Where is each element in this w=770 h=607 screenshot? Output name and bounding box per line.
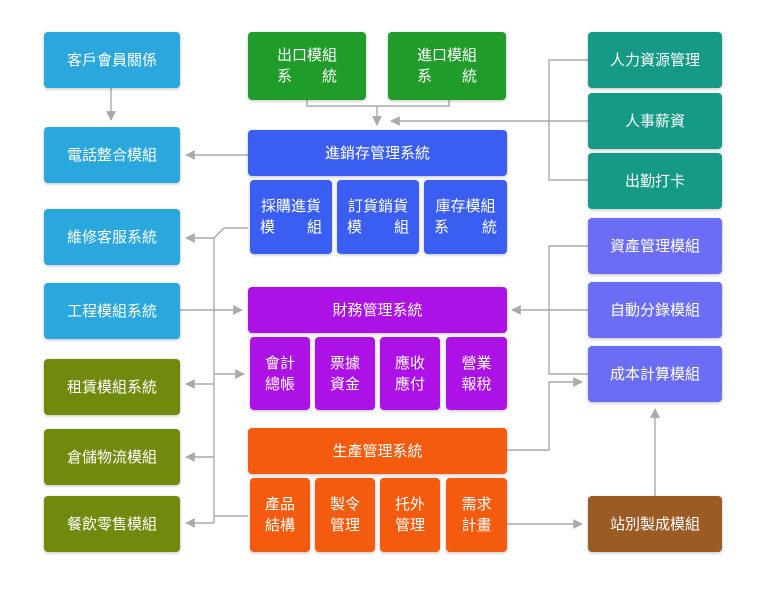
business-tax-module: 營業 報稅 [446, 337, 507, 410]
connector-export-import-to-inventory [306, 100, 450, 107]
purchasing-line-2: 模組 [250, 217, 332, 238]
receivable-payable-module: 應收 應付 [380, 337, 440, 410]
import-char-1: 系 [417, 67, 433, 85]
finance-system: 財務管理系統 [248, 287, 507, 333]
attendance-module: 出勤打卡 [588, 153, 722, 209]
maintenance-module: 維修客服系統 [44, 209, 180, 265]
finance-title: 財務管理系統 [332, 300, 423, 319]
payroll-module: 人事薪資 [588, 93, 722, 149]
demand-planning-module: 需求 計畫 [446, 478, 507, 552]
import-line-1: 進口模組 [416, 46, 477, 64]
order-sales-line-2: 模組 [337, 217, 419, 238]
order-sales-char-1: 模 [347, 218, 363, 236]
costing-module: 成本計算模組 [588, 346, 722, 402]
maintenance-label: 維修客服系統 [66, 227, 157, 246]
telephony-label: 電話整合模組 [66, 145, 157, 164]
engineering-module: 工程模組系統 [44, 283, 180, 339]
receivable-payable-line-2: 應付 [394, 374, 425, 393]
hr-label: 人力資源管理 [609, 50, 700, 69]
stock-line-1: 庫存模組 [435, 197, 496, 215]
export-line-1: 出口模組 [276, 46, 337, 64]
order-sales-line-1: 訂貨銷貨 [347, 197, 408, 215]
purchasing-char-2: 組 [306, 218, 322, 236]
stock-char-2: 統 [481, 218, 497, 236]
engineering-label: 工程模組系統 [66, 301, 157, 320]
notes-funds-module: 票據 資金 [315, 337, 375, 410]
export-line-2: 系統 [248, 66, 366, 87]
purchasing-char-1: 模 [260, 218, 276, 236]
attendance-label: 出勤打卡 [624, 171, 685, 190]
station-production-module: 站別製成模組 [588, 496, 722, 552]
hr-module: 人力資源管理 [588, 32, 722, 88]
general-ledger-line-1: 會計 [264, 353, 295, 372]
logistics-module: 倉儲物流模組 [44, 429, 180, 485]
payroll-label: 人事薪資 [624, 111, 685, 130]
outsourcing-line-2: 管理 [394, 516, 425, 534]
logistics-label: 倉儲物流模組 [66, 447, 157, 466]
auto-posting-label: 自動分錄模組 [609, 300, 700, 319]
connector-hr-bracket [548, 59, 588, 181]
station-production-label: 站別製成模組 [609, 514, 700, 533]
demand-planning-line-2: 計畫 [461, 516, 492, 534]
business-tax-line-1: 營業 [461, 353, 492, 372]
import-char-2: 統 [461, 67, 477, 85]
export-char-1: 系 [277, 67, 293, 85]
general-ledger-line-2: 總帳 [264, 374, 295, 393]
general-ledger-module: 會計 總帳 [250, 337, 310, 410]
notes-funds-line-2: 資金 [329, 374, 360, 393]
restaurant-retail-module: 餐飲零售模組 [44, 496, 180, 552]
assets-module: 資產管理模組 [588, 218, 722, 274]
telephony-module: 電話整合模組 [44, 127, 180, 183]
leasing-label: 租賃模組系統 [66, 377, 157, 396]
inventory-system: 進銷存管理系統 [248, 130, 507, 176]
product-structure-line-2: 結構 [264, 516, 295, 534]
auto-posting-module: 自動分錄模組 [588, 282, 722, 338]
notes-funds-line-1: 票據 [329, 353, 360, 372]
purchasing-line-1: 採購進貨 [260, 197, 321, 215]
receivable-payable-line-1: 應收 [394, 353, 425, 372]
product-structure-line-1: 產品 [264, 495, 295, 513]
member-relations-label: 客戶會員關係 [66, 50, 157, 69]
outsourcing-module: 托外 管理 [380, 478, 440, 552]
outsourcing-line-1: 托外 [394, 495, 425, 513]
inventory-title: 進銷存管理系統 [324, 143, 430, 162]
costing-label: 成本計算模組 [609, 364, 700, 383]
production-system: 生產管理系統 [248, 428, 507, 474]
work-order-module: 製令 管理 [315, 478, 375, 552]
stock-line-2: 系統 [424, 217, 507, 238]
stock-char-1: 系 [434, 218, 450, 236]
import-line-2: 系統 [388, 66, 506, 87]
export-char-2: 統 [321, 67, 337, 85]
restaurant-retail-label: 餐飲零售模組 [66, 514, 157, 533]
connector-production-to-costing [507, 377, 583, 451]
production-title: 生產管理系統 [332, 441, 423, 460]
connector-inventory-bus-link [213, 227, 225, 239]
business-tax-line-2: 報稅 [461, 374, 492, 393]
member-relations-module: 客戶會員關係 [44, 32, 180, 88]
order-sales-char-2: 組 [393, 218, 409, 236]
stock-module: 庫存模組 系統 [424, 180, 507, 254]
leasing-module: 租賃模組系統 [44, 359, 180, 415]
work-order-line-2: 管理 [329, 516, 360, 534]
import-module: 進口模組 系統 [388, 32, 506, 100]
purchasing-module: 採購進貨 模組 [250, 180, 332, 254]
work-order-line-1: 製令 [329, 495, 360, 513]
assets-label: 資產管理模組 [609, 236, 700, 255]
export-module: 出口模組 系統 [248, 32, 366, 100]
product-structure-module: 產品 結構 [250, 478, 310, 552]
demand-planning-line-1: 需求 [461, 495, 492, 513]
order-sales-module: 訂貨銷貨 模組 [337, 180, 419, 254]
